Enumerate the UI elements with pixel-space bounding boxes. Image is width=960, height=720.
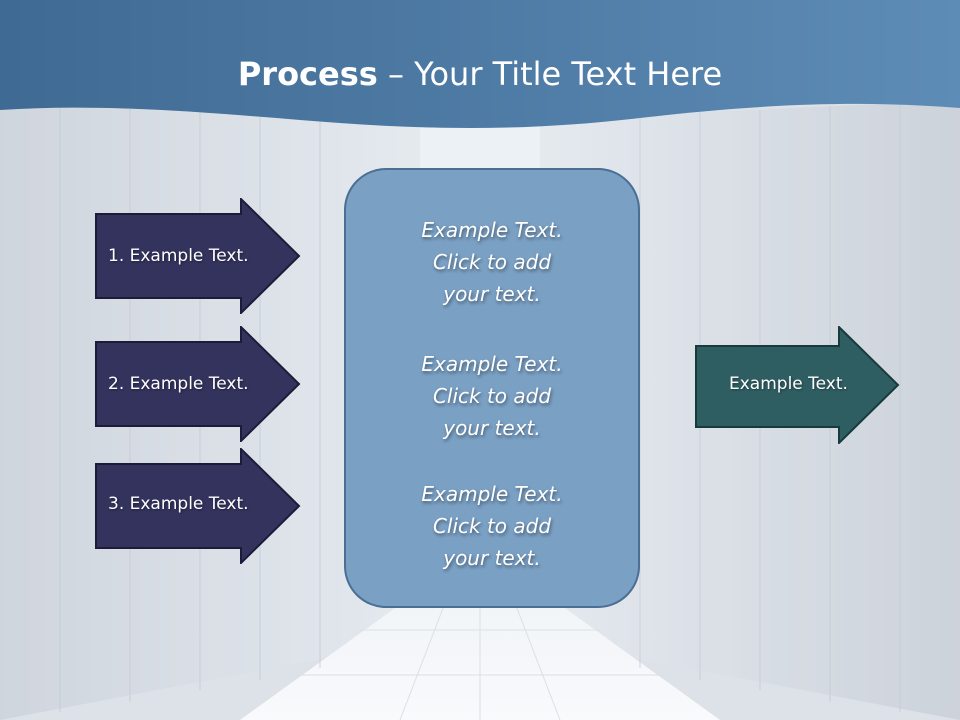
center-block-3-line-3: your text. [443,546,541,570]
center-block-2-line-2: Click to add [432,384,552,408]
right-arrow-label: Example Text. [729,374,848,394]
center-block-2: Example Text. Click to add your text. [346,348,638,444]
left-arrow-2-label: 2. Example Text. [108,374,249,394]
left-arrow-1-label: 1. Example Text. [108,246,249,266]
title-rest: – Your Title Text Here [377,55,723,93]
right-arrow: Example Text. [695,326,901,444]
left-arrow-3: 3. Example Text. [95,448,301,564]
center-block-1-line-3: your text. [443,282,541,306]
center-block-3-line-2: Click to add [432,514,552,538]
center-block-1-line-1: Example Text. [421,218,563,242]
center-block-3-line-1: Example Text. [421,482,563,506]
center-block-1: Example Text. Click to add your text. [346,214,638,310]
slide-title: Process – Your Title Text Here [0,52,960,96]
center-text-box: Example Text. Click to add your text. Ex… [344,168,640,608]
left-arrow-3-label: 3. Example Text. [108,494,249,514]
left-arrow-1: 1. Example Text. [95,198,301,314]
center-block-1-line-2: Click to add [432,250,552,274]
left-arrow-2: 2. Example Text. [95,326,301,442]
title-bold: Process [237,55,378,93]
center-block-2-line-1: Example Text. [421,352,563,376]
center-block-2-line-3: your text. [443,416,541,440]
header-band [0,0,960,128]
center-block-3: Example Text. Click to add your text. [346,478,638,574]
